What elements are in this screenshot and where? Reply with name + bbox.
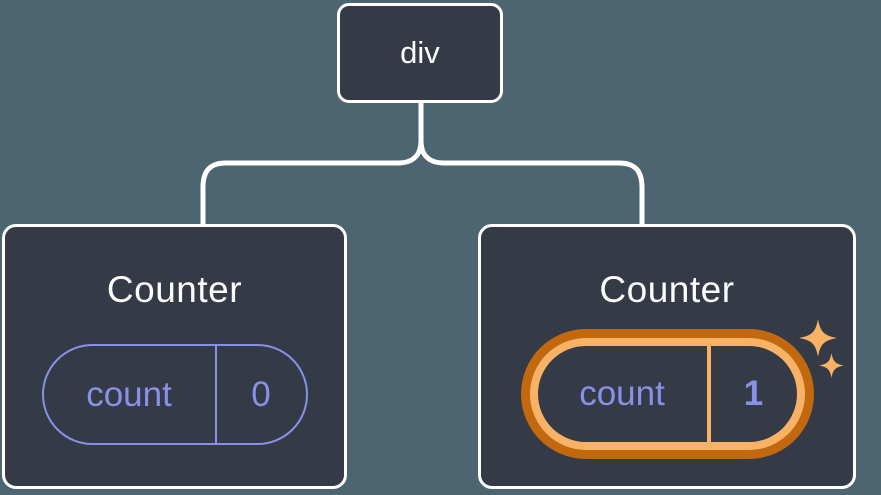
root-node-div: div <box>337 3 503 103</box>
counter-title: Counter <box>599 269 735 310</box>
state-key-label: count <box>579 374 665 413</box>
state-pill: count 1 <box>537 346 797 442</box>
state-pill-highlighted: count 1 <box>520 329 814 459</box>
counter-title: Counter <box>106 269 243 310</box>
pill-divider <box>706 346 711 442</box>
state-pill: count 0 <box>41 344 308 445</box>
root-node-label: div <box>400 35 440 70</box>
state-key-label: count <box>44 346 217 443</box>
state-value-label: 1 <box>743 374 764 413</box>
counter-card-left: Counter count 0 <box>2 224 347 489</box>
counter-card-right: Counter count 1 <box>478 224 856 489</box>
state-value-label: 0 <box>251 374 271 414</box>
